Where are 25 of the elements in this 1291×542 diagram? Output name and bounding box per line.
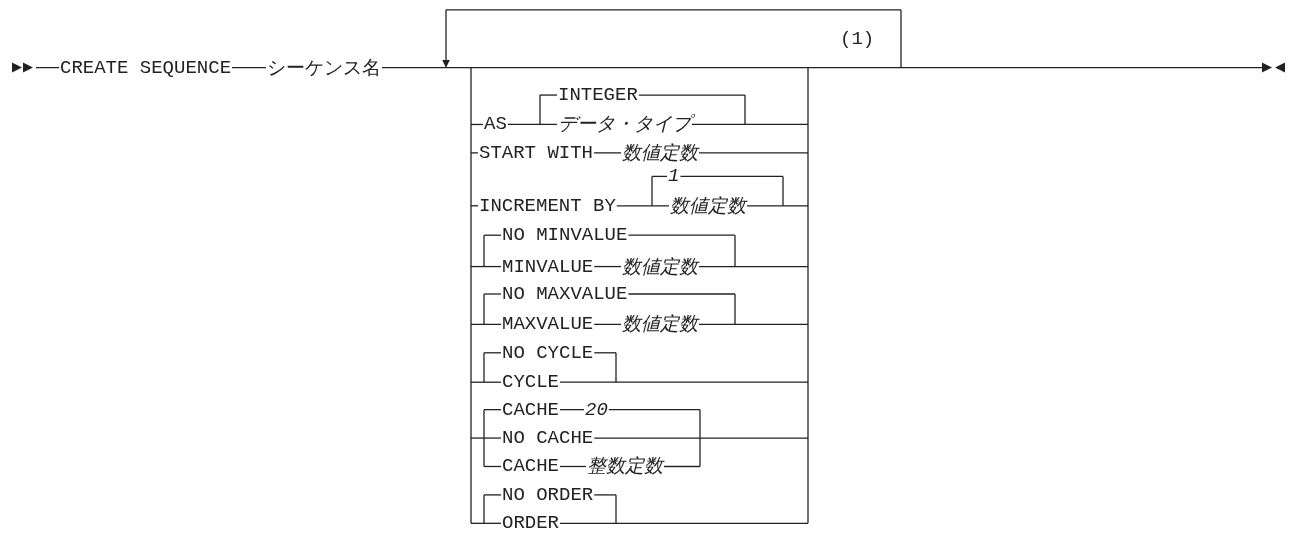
keyword: CYCLE	[502, 371, 559, 394]
footnote-reference: (1)	[840, 28, 875, 51]
syntax-variable: 数値定数	[622, 141, 698, 166]
keyword: NO CACHE	[502, 427, 594, 450]
default-option: CACHE	[502, 398, 559, 421]
default-option: INTEGER	[558, 84, 638, 107]
syntax-variable: シーケンス名	[267, 56, 381, 81]
default-option: NO MINVALUE	[502, 224, 628, 247]
keyword: CREATE SEQUENCE	[60, 56, 232, 79]
syntax-variable: 整数定数	[587, 455, 663, 480]
default-option: NO ORDER	[502, 483, 594, 506]
keyword: CACHE	[502, 455, 559, 478]
keyword: AS	[484, 113, 507, 136]
syntax-variable: 数値定数	[622, 313, 698, 338]
syntax-variable: 数値定数	[670, 194, 746, 219]
keyword: START WITH	[479, 141, 594, 164]
default-value: 1	[668, 165, 680, 188]
default-value: 20	[585, 398, 608, 421]
keyword: ORDER	[502, 512, 559, 535]
keyword: MINVALUE	[502, 255, 594, 278]
default-option: NO MAXVALUE	[502, 283, 628, 305]
default-option: NO CYCLE	[502, 341, 594, 364]
keyword: MAXVALUE	[502, 313, 594, 336]
syntax-variable: 数値定数	[622, 255, 698, 280]
keyword: INCREMENT BY	[479, 194, 616, 217]
